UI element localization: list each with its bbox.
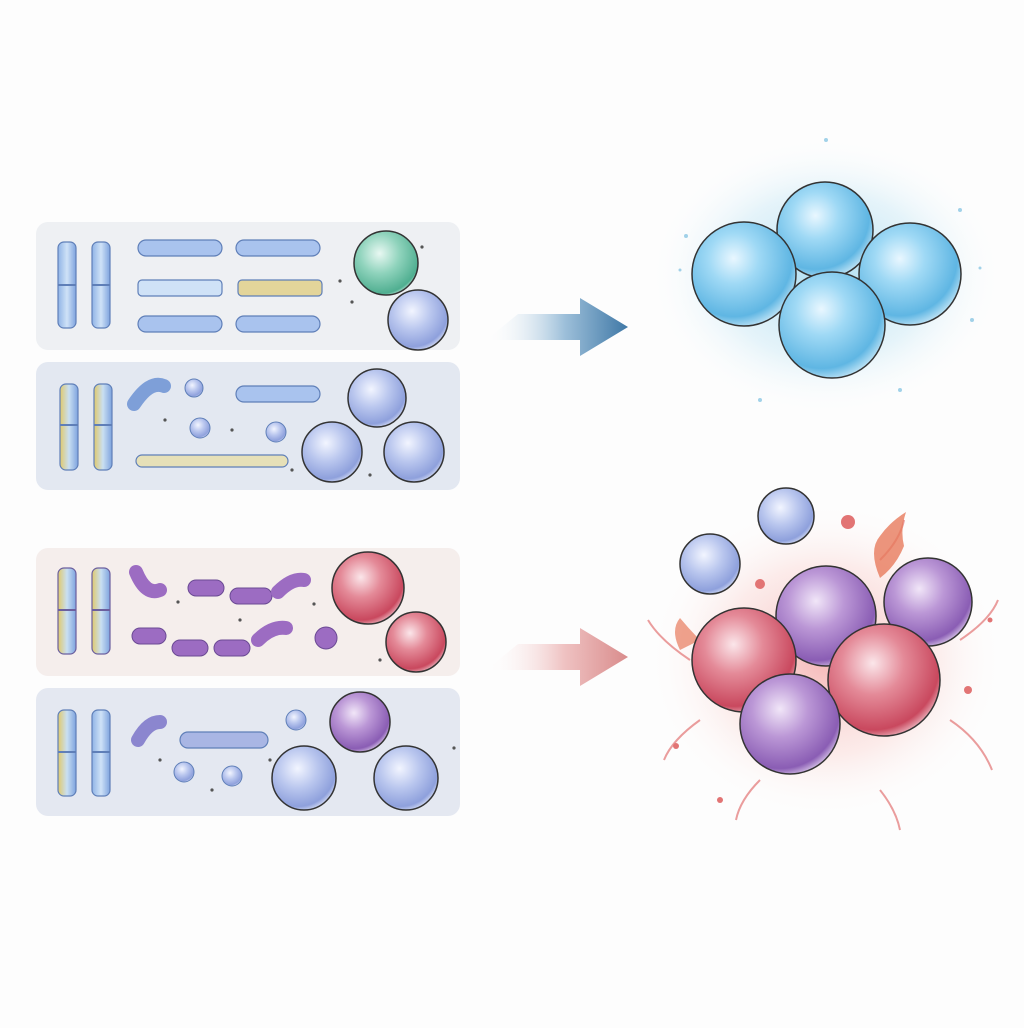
lavender-cell [271, 745, 337, 811]
red-cell [827, 623, 941, 737]
purple-cell [329, 691, 391, 753]
lavender-cell [757, 487, 815, 545]
strands-panel-2 [127, 377, 321, 468]
purple-cell [739, 673, 841, 775]
arrow-bottom [486, 628, 628, 686]
lavender-cell [347, 368, 407, 428]
arrow-top [486, 298, 628, 356]
chromosome-pair-panel-4 [57, 709, 111, 797]
strands-panel-1 [137, 239, 323, 333]
lavender-cell [301, 421, 363, 483]
chromosome-pair-panel-3 [57, 567, 111, 655]
chromosome-pair-panel-2 [59, 383, 113, 471]
blue-cell [778, 271, 886, 379]
strands-panel-4 [131, 709, 307, 787]
chromosome-pair-panel-1 [57, 241, 111, 329]
lavender-cell [383, 421, 445, 483]
lavender-cell [387, 289, 449, 351]
strands-panel-3 [129, 565, 338, 657]
outcome-inflamed-cluster [646, 487, 1006, 831]
red-cell [331, 551, 405, 625]
lavender-cell [373, 745, 439, 811]
outcome-healthy-cluster [648, 136, 1004, 416]
blue-cell [858, 222, 962, 326]
blue-cell [691, 221, 797, 327]
red-cell [385, 611, 447, 673]
teal-cell [353, 230, 419, 296]
debris-dots [158, 245, 456, 792]
lavender-cell [679, 533, 741, 595]
